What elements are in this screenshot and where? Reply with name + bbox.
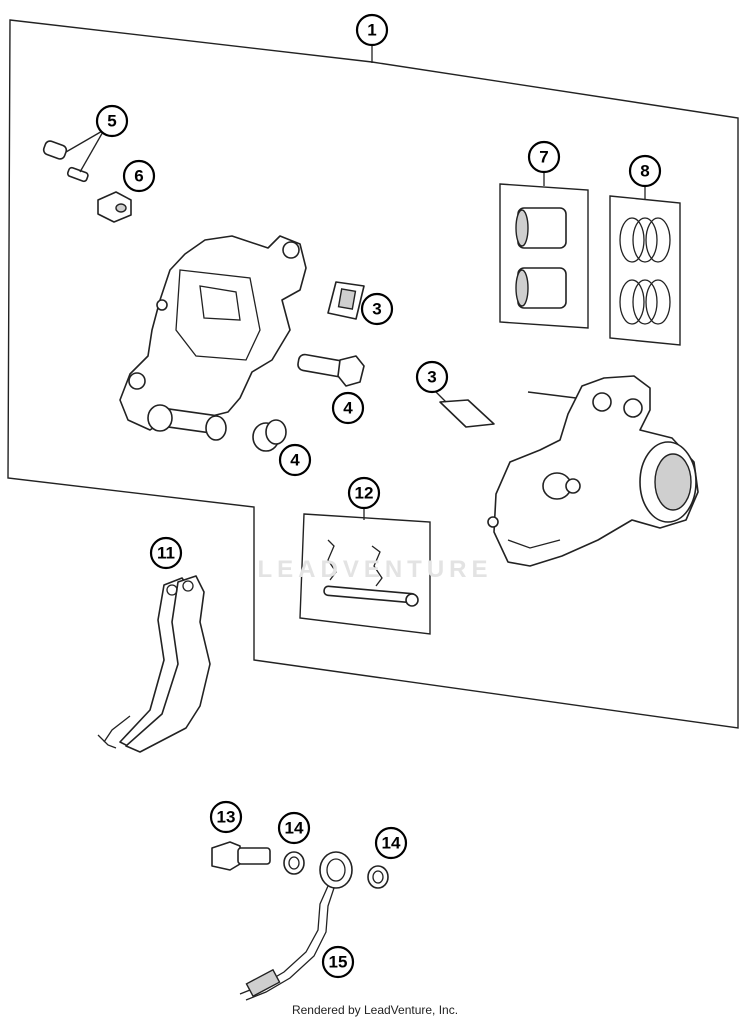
piston-kit-part[interactable] <box>499 171 589 329</box>
svg-text:7: 7 <box>539 148 548 167</box>
callout-14-right[interactable]: 14 <box>374 826 408 860</box>
washer-part-right[interactable] <box>367 865 389 889</box>
callout-3-upper[interactable]: 3 <box>360 292 394 326</box>
caliper-bracket-part <box>487 375 699 567</box>
callout-8[interactable]: 8 <box>628 154 662 188</box>
pin-clip-kit-part[interactable] <box>299 508 431 635</box>
svg-text:13: 13 <box>217 808 236 827</box>
caliper-housing-part <box>119 235 307 441</box>
svg-text:14: 14 <box>285 819 304 838</box>
callout-15[interactable]: 15 <box>321 945 355 979</box>
svg-text:6: 6 <box>134 167 143 186</box>
callout-5[interactable]: 5 <box>95 104 129 138</box>
callout-3-middle[interactable]: 3 <box>415 360 449 394</box>
svg-text:15: 15 <box>329 953 348 972</box>
callout-14-left[interactable]: 14 <box>277 811 311 845</box>
brake-pads-part[interactable] <box>97 575 211 753</box>
svg-text:3: 3 <box>427 368 436 387</box>
credit-text: Rendered by LeadVenture, Inc. <box>291 1003 459 1017</box>
callout-4-upper[interactable]: 4 <box>331 391 365 425</box>
svg-text:4: 4 <box>343 399 353 418</box>
washer-part-left[interactable] <box>283 851 305 875</box>
svg-text:4: 4 <box>290 451 300 470</box>
callout-4-lower[interactable]: 4 <box>278 443 312 477</box>
bushing-part[interactable] <box>252 419 287 452</box>
watermark-logo: LEADVENTURE <box>257 556 493 583</box>
callout-7[interactable]: 7 <box>527 140 561 174</box>
svg-text:12: 12 <box>355 484 374 503</box>
svg-text:11: 11 <box>157 544 175 563</box>
banjo-bolt-part[interactable] <box>211 841 271 871</box>
svg-text:5: 5 <box>107 112 116 131</box>
svg-text:14: 14 <box>382 834 401 853</box>
callout-6[interactable]: 6 <box>122 159 156 193</box>
bleed-cap-part[interactable] <box>97 191 132 223</box>
svg-text:8: 8 <box>640 162 649 181</box>
svg-text:3: 3 <box>372 300 381 319</box>
callout-12[interactable]: 12 <box>347 476 381 510</box>
brake-line-part[interactable] <box>239 851 353 1001</box>
callout-1[interactable]: 1 <box>355 13 389 47</box>
callout-13[interactable]: 13 <box>209 800 243 834</box>
pad-spring-part-upper[interactable] <box>327 281 365 320</box>
seal-kit-part[interactable] <box>609 186 681 346</box>
bleed-screw-part[interactable] <box>42 129 105 183</box>
svg-text:1: 1 <box>367 21 376 40</box>
callout-11[interactable]: 11 <box>149 536 183 570</box>
guide-pin-part[interactable] <box>297 353 365 387</box>
